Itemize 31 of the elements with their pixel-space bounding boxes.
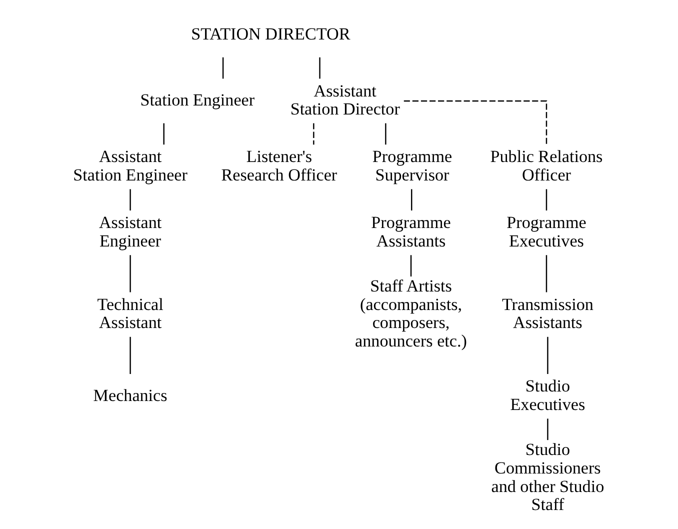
connector: [547, 418, 548, 440]
node-text: Programme Executives: [506, 213, 586, 250]
node-text: Assistant Station Engineer: [73, 147, 188, 185]
connector: [404, 100, 548, 145]
node-text: Station Engineer: [140, 90, 255, 110]
node-text: Mechanics: [93, 386, 168, 405]
node-text: Studio Commissioners and other Studio Staff: [491, 440, 604, 514]
connector: [546, 189, 548, 210]
connector: [222, 57, 224, 79]
node-text: Assistant Engineer: [98, 213, 162, 250]
connector: [319, 57, 320, 79]
node-text: Transmission Assistants: [502, 294, 594, 332]
node-text: Studio Executives: [510, 376, 586, 414]
connector: [546, 255, 548, 292]
node-text: Programme Supervisor: [372, 147, 452, 185]
node-text: Technical Assistant: [97, 294, 164, 332]
connector: [547, 336, 548, 374]
node-text: Public Relations Officer: [490, 147, 603, 185]
node-text: STATION DIRECTOR: [191, 24, 350, 44]
node-text: Programme Assistants: [371, 213, 451, 250]
connector: [410, 255, 412, 276]
connector: [411, 189, 412, 210]
connector: [130, 336, 131, 374]
node-text: Assistant Station Director: [290, 81, 400, 119]
node-text: Staff Artists (accompanists, composers, announcers etc.): [355, 276, 467, 351]
connector: [313, 123, 314, 145]
connector: [385, 123, 386, 145]
node-text: Listener's Research Officer: [221, 147, 338, 185]
connector: [130, 255, 131, 292]
connector: [163, 123, 164, 145]
connector: [130, 189, 131, 210]
